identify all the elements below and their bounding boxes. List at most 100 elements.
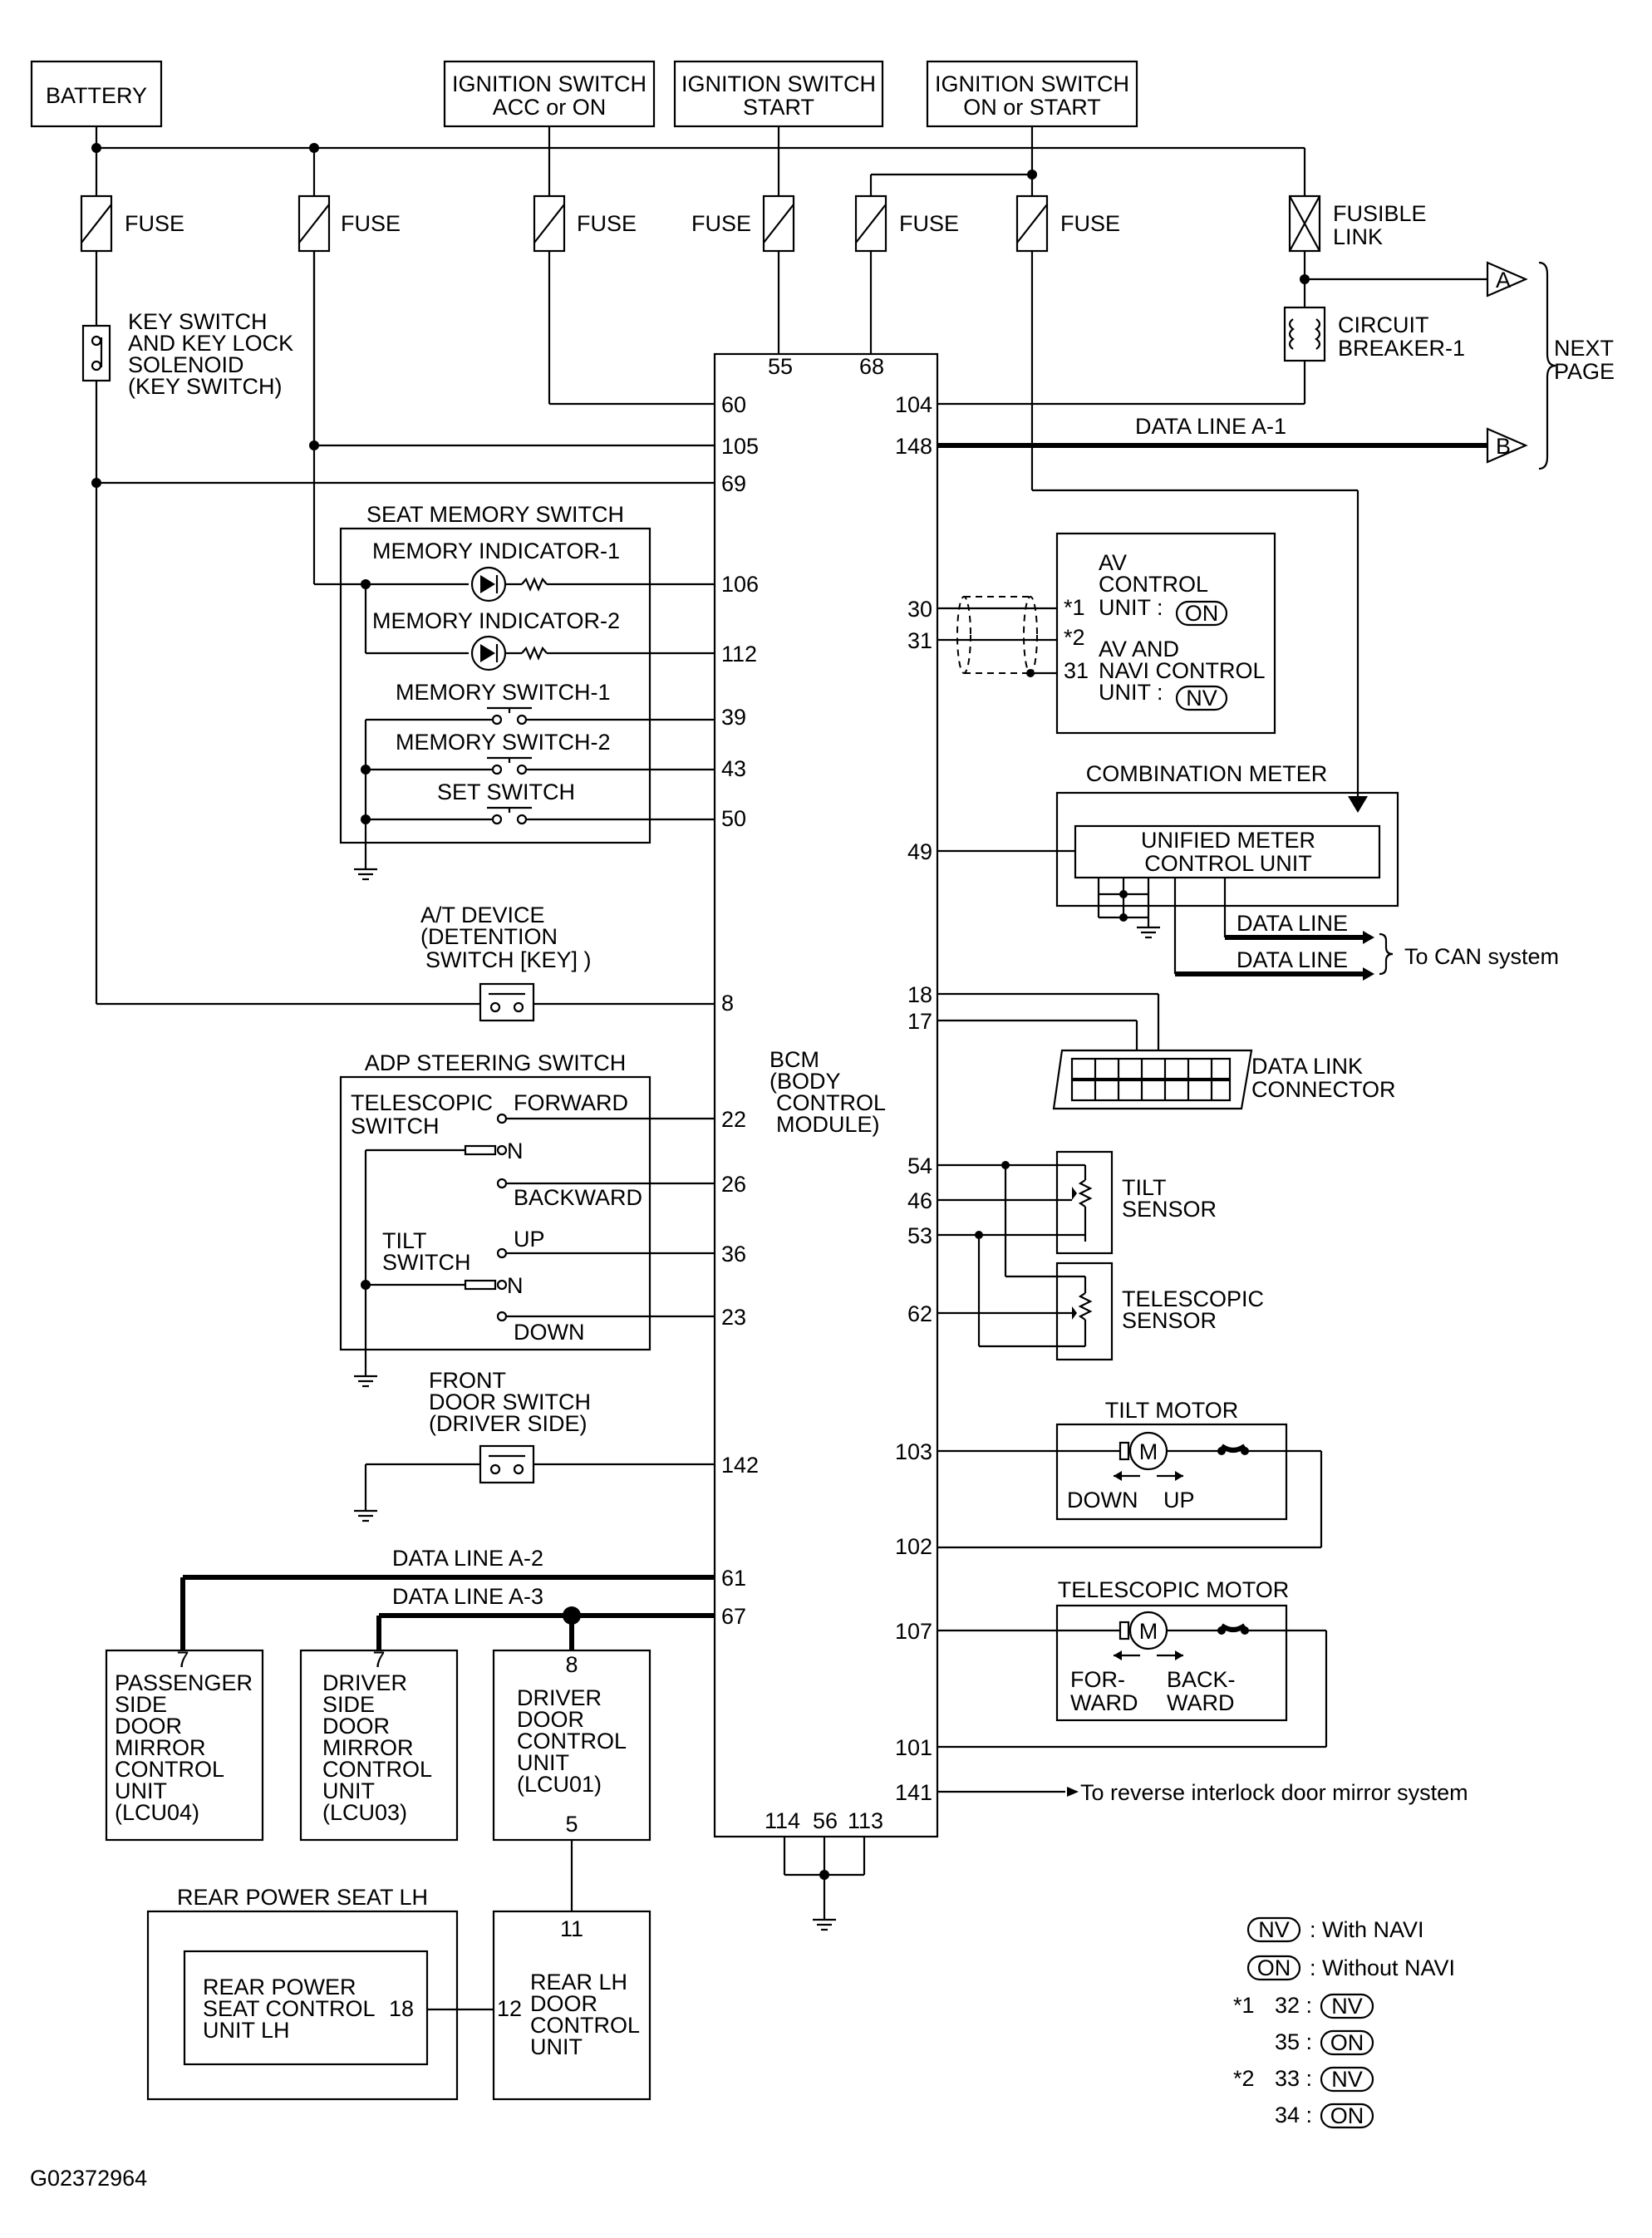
svg-text:113: 113 bbox=[848, 1808, 883, 1833]
svg-text:N: N bbox=[507, 1139, 524, 1163]
svg-text:SWITCH: SWITCH bbox=[382, 1250, 470, 1275]
svg-text:UNIT: UNIT bbox=[115, 1778, 167, 1803]
svg-text:NEXT: NEXT bbox=[1554, 336, 1614, 361]
svg-text:ON: ON bbox=[1330, 2030, 1364, 2055]
circuit-breaker: CIRCUIT BREAKER-1 bbox=[937, 251, 1487, 406]
svg-text:DOOR: DOOR bbox=[322, 1714, 390, 1739]
passenger-mirror-unit: 7 PASSENGER SIDE DOOR MIRROR CONTROL UNI… bbox=[105, 1647, 264, 1842]
svg-text:AND KEY LOCK: AND KEY LOCK bbox=[128, 331, 293, 356]
svg-text:56: 56 bbox=[813, 1808, 838, 1833]
svg-text:AV AND: AV AND bbox=[1099, 637, 1179, 662]
reverse-interlock-output: To reverse interlock door mirror system bbox=[937, 1780, 1468, 1805]
connector-b: B bbox=[1486, 427, 1528, 464]
svg-text:B: B bbox=[1496, 434, 1511, 459]
svg-text:DOOR: DOOR bbox=[115, 1714, 182, 1739]
svg-text:M: M bbox=[1139, 1619, 1158, 1644]
svg-text:SIDE: SIDE bbox=[322, 1692, 375, 1717]
svg-text:WARD: WARD bbox=[1167, 1690, 1235, 1715]
fuse-5: FUSE bbox=[854, 194, 959, 253]
driver-mirror-unit: 7 DRIVER SIDE DOOR MIRROR CONTROL UNIT (… bbox=[299, 1647, 459, 1842]
svg-text:12: 12 bbox=[497, 1996, 522, 2021]
fuse-wires bbox=[309, 251, 1368, 813]
svg-text:N: N bbox=[507, 1273, 524, 1298]
legend: NV : With NAVI ON : Without NAVI *1 32 :… bbox=[1233, 1916, 1455, 2129]
data-line-a2-a3: DATA LINE A-2 DATA LINE A-3 bbox=[180, 1546, 715, 1650]
svg-text:60: 60 bbox=[721, 392, 746, 417]
svg-text:M: M bbox=[1139, 1439, 1158, 1464]
svg-text:23: 23 bbox=[721, 1305, 746, 1330]
svg-text:BREAKER-1: BREAKER-1 bbox=[1338, 336, 1465, 361]
av-control-unit: AV CONTROL *1 UNIT : ON *2 AV AND NAVI C… bbox=[937, 532, 1276, 735]
svg-text:18: 18 bbox=[389, 1996, 414, 2021]
svg-text:SWITCH [KEY] ): SWITCH [KEY] ) bbox=[425, 947, 592, 972]
ignition-start-box: IGNITION SWITCH START bbox=[673, 60, 884, 128]
svg-text:148: 148 bbox=[895, 434, 932, 459]
svg-text:DOWN: DOWN bbox=[514, 1320, 584, 1345]
svg-text:102: 102 bbox=[895, 1534, 932, 1559]
telescopic-sensor: TELESCOPIC SENSOR bbox=[937, 1165, 1264, 1361]
svg-text:5: 5 bbox=[565, 1812, 578, 1837]
svg-text:114: 114 bbox=[765, 1808, 800, 1833]
front-door-switch: FRONT DOOR SWITCH (DRIVER SIDE) bbox=[354, 1368, 715, 1522]
svg-text:FUSE: FUSE bbox=[899, 211, 959, 236]
bcm-ground bbox=[783, 1837, 866, 1931]
svg-text:MIRROR: MIRROR bbox=[322, 1735, 414, 1760]
svg-text:LINK: LINK bbox=[1333, 224, 1383, 249]
driver-door-control-unit: 8 DRIVER DOOR CONTROL UNIT (LCU01) 5 bbox=[492, 1649, 651, 1842]
svg-text:SEAT CONTROL: SEAT CONTROL bbox=[203, 1996, 376, 2021]
svg-text:(LCU03): (LCU03) bbox=[322, 1800, 407, 1825]
data-link-connector: DATA LINK CONNECTOR bbox=[937, 992, 1396, 1110]
svg-text:8: 8 bbox=[721, 991, 734, 1016]
svg-text:IGNITION SWITCH: IGNITION SWITCH bbox=[681, 71, 876, 96]
battery-box: BATTERY bbox=[30, 60, 163, 128]
svg-text:NV: NV bbox=[1331, 1994, 1363, 2019]
svg-text:8: 8 bbox=[565, 1652, 578, 1677]
adp-steering-switch: ADP STEERING SWITCH TELESCOPIC SWITCH FO… bbox=[339, 1050, 715, 1388]
svg-text:32 :: 32 : bbox=[1275, 1993, 1312, 2018]
svg-text:ON: ON bbox=[1185, 601, 1219, 626]
svg-text:CONTROL: CONTROL bbox=[322, 1757, 432, 1782]
fuse-2: FUSE bbox=[297, 194, 401, 253]
seat-memory-switch: SEAT MEMORY SWITCH MEMORY INDICATOR-1 ME… bbox=[339, 502, 715, 881]
svg-text:START: START bbox=[743, 95, 814, 120]
svg-text:(DRIVER SIDE): (DRIVER SIDE) bbox=[429, 1411, 588, 1436]
tilt-motor: TILT MOTOR M DOWN UP bbox=[937, 1398, 1323, 1549]
svg-text:CONTROL: CONTROL bbox=[776, 1090, 886, 1115]
svg-text:DOOR SWITCH: DOOR SWITCH bbox=[429, 1390, 591, 1414]
svg-text:MEMORY SWITCH-2: MEMORY SWITCH-2 bbox=[396, 730, 611, 755]
svg-text:30: 30 bbox=[907, 597, 932, 622]
svg-text:To CAN system: To CAN system bbox=[1404, 944, 1559, 969]
svg-text:SENSOR: SENSOR bbox=[1122, 1197, 1217, 1222]
svg-text:FUSE: FUSE bbox=[341, 211, 401, 236]
svg-text:18: 18 bbox=[907, 982, 932, 1007]
svg-text:REAR LH: REAR LH bbox=[530, 1970, 627, 1995]
svg-text:104: 104 bbox=[895, 392, 932, 417]
svg-text:BACKWARD: BACKWARD bbox=[514, 1185, 642, 1210]
svg-text:(KEY SWITCH): (KEY SWITCH) bbox=[128, 374, 283, 399]
svg-text:36: 36 bbox=[721, 1242, 746, 1267]
svg-text:FRONT: FRONT bbox=[429, 1368, 506, 1393]
svg-text:DOOR: DOOR bbox=[530, 1991, 597, 2016]
bcm-module: BCM (BODY CONTROL MODULE) bbox=[713, 352, 939, 1838]
svg-text:DATA LINE A-3: DATA LINE A-3 bbox=[392, 1584, 543, 1609]
svg-text:FUSE: FUSE bbox=[125, 211, 184, 236]
data-line-a1: DATA LINE A-1 bbox=[937, 414, 1487, 448]
bcm-right-pins: 104 148 30 31 49 18 17 54 46 53 62 103 1… bbox=[765, 392, 932, 1833]
svg-text:112: 112 bbox=[721, 642, 757, 666]
tilt-sensor: TILT SENSOR bbox=[937, 1150, 1217, 1255]
svg-text:107: 107 bbox=[895, 1619, 932, 1644]
svg-text:(LCU04): (LCU04) bbox=[115, 1800, 199, 1825]
svg-text:*1: *1 bbox=[1064, 595, 1085, 620]
svg-text:61: 61 bbox=[721, 1566, 746, 1591]
svg-text:22: 22 bbox=[721, 1107, 746, 1132]
svg-text:53: 53 bbox=[907, 1223, 932, 1248]
svg-text:46: 46 bbox=[907, 1188, 932, 1213]
key-switch: KEY SWITCH AND KEY LOCK SOLENOID (KEY SW… bbox=[81, 251, 715, 1004]
svg-text:34 :: 34 : bbox=[1275, 2103, 1312, 2127]
svg-text:TILT: TILT bbox=[382, 1228, 427, 1253]
svg-text:UNIT :: UNIT : bbox=[1099, 595, 1163, 620]
combination-meter: COMBINATION METER UNIFIED METER CONTROL … bbox=[937, 761, 1559, 981]
svg-text:REAR POWER SEAT LH: REAR POWER SEAT LH bbox=[177, 1885, 428, 1910]
svg-text:TELESCOPIC: TELESCOPIC bbox=[1122, 1286, 1264, 1311]
svg-text:FORWARD: FORWARD bbox=[514, 1090, 628, 1115]
